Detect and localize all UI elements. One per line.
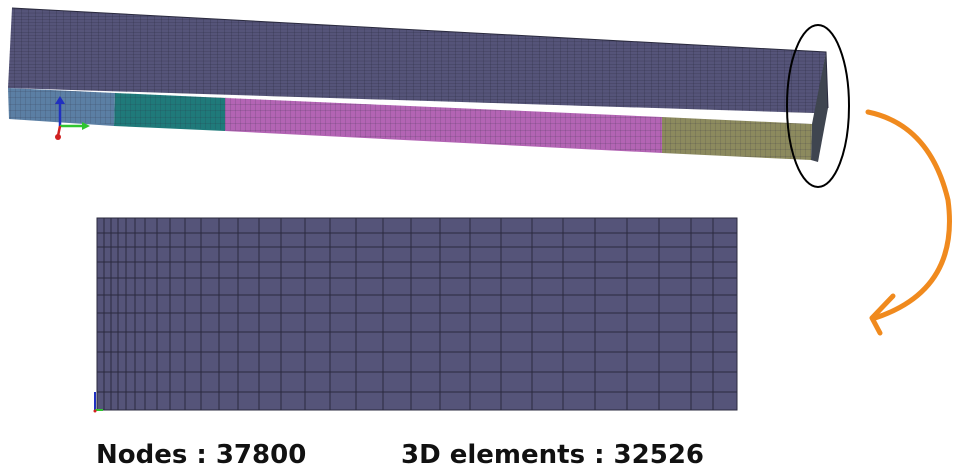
cross-section-face [97, 218, 737, 410]
beam-end-face [811, 52, 828, 162]
axis-triad-icon [55, 96, 90, 140]
elements-count-label: 3D elements : 32526 [401, 440, 704, 470]
section-axis-icon [93, 392, 103, 413]
beam-3d-mesh [8, 7, 829, 162]
curved-arrow-icon [865, 109, 952, 336]
nodes-count-label: Nodes : 37800 [96, 440, 307, 470]
cross-section-mesh [96, 217, 738, 411]
callout-ellipse [786, 24, 850, 188]
